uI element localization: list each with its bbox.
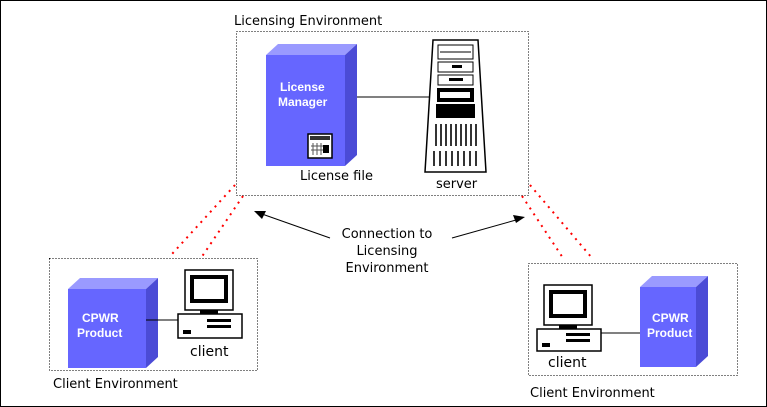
product-left-label-line2: Product — [77, 326, 122, 340]
product-left-label-line1: CPWR — [82, 311, 119, 325]
connection-label-line2: Licensing — [356, 244, 417, 259]
client-environment-right-border — [528, 263, 738, 376]
client-environment-left-border — [49, 258, 258, 371]
connection-arrows — [254, 211, 525, 239]
license-file-icon — [307, 133, 333, 159]
license-manager-label-line1: License — [280, 80, 325, 94]
client-left-label: client — [190, 344, 229, 360]
client-environment-left-title: Client Environment — [53, 377, 178, 392]
license-file-label: License file — [300, 169, 373, 184]
licensing-environment-title: Licensing Environment — [234, 14, 382, 29]
product-cube-right: CPWR Product — [640, 276, 708, 367]
client-right-label: client — [548, 355, 587, 371]
arrow-left-head — [254, 211, 266, 219]
arrow-right-shaft — [451, 219, 517, 239]
client-environment-right-title: Client Environment — [530, 386, 655, 401]
client-environment-left: CPWR Product client Client Environment — [49, 258, 258, 392]
server-label: server — [436, 177, 478, 192]
connection-label-line1: Connection to — [342, 227, 433, 242]
server-tower-icon — [424, 39, 487, 173]
license-manager-label-line2: Manager — [278, 95, 328, 109]
product-right-label-line2: Product — [647, 326, 692, 340]
license-manager-cube: License Manager — [266, 44, 357, 166]
dotted-link-right-outer — [529, 184, 593, 259]
product-right-label-line1: CPWR — [652, 311, 689, 325]
dotted-link-right-inner — [521, 195, 564, 259]
product-cube-left: CPWR Product — [68, 278, 158, 368]
client-environment-right: CPWR Product client Client Environment — [528, 263, 738, 401]
connection-label-line3: Environment — [345, 261, 428, 276]
client-computer-icon-right — [536, 284, 602, 352]
client-computer-icon-left — [177, 269, 243, 339]
dotted-links — [171, 184, 593, 259]
dotted-link-left-inner — [200, 195, 244, 259]
arrow-left-shaft — [261, 213, 331, 239]
dotted-link-left-outer — [171, 184, 236, 255]
arrow-right-head — [513, 215, 525, 223]
licensing-environment: Licensing Environment License Manager — [234, 14, 529, 196]
